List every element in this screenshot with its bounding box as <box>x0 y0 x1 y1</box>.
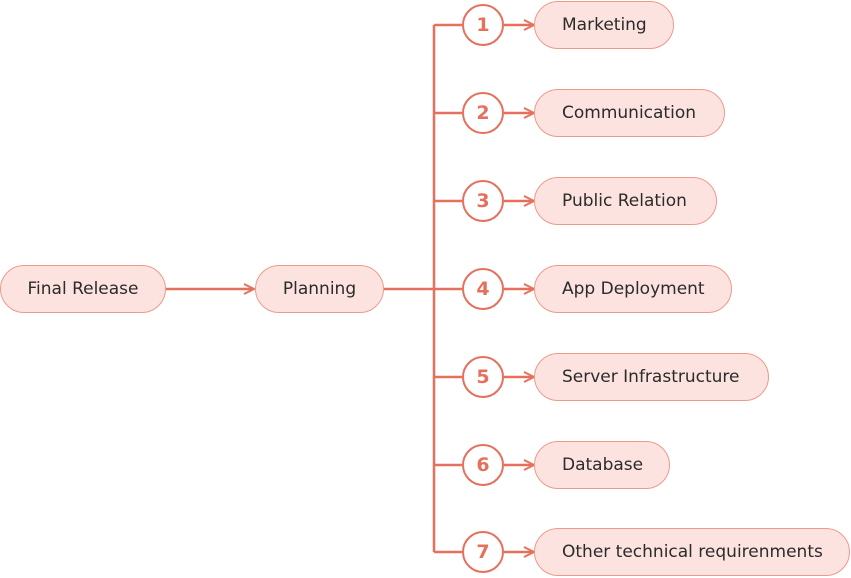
step-badge-6: 6 <box>462 444 504 486</box>
node-server-infrastructure: Server Infrastructure <box>534 353 769 401</box>
step-badge-3: 3 <box>462 180 504 222</box>
node-public-relation: Public Relation <box>534 177 717 225</box>
node-planning: Planning <box>255 265 384 313</box>
step-badge-1: 1 <box>462 4 504 46</box>
node-app-deployment: App Deployment <box>534 265 732 313</box>
step-badge-4: 4 <box>462 268 504 310</box>
step-badge-2: 2 <box>462 92 504 134</box>
node-database: Database <box>534 441 670 489</box>
node-final-release: Final Release <box>0 265 166 313</box>
step-badge-5: 5 <box>462 356 504 398</box>
step-badge-7: 7 <box>462 531 504 573</box>
node-communication: Communication <box>534 89 725 137</box>
node-marketing: Marketing <box>534 1 674 49</box>
node-other-technical-requirements: Other technical requirenments <box>534 528 850 576</box>
